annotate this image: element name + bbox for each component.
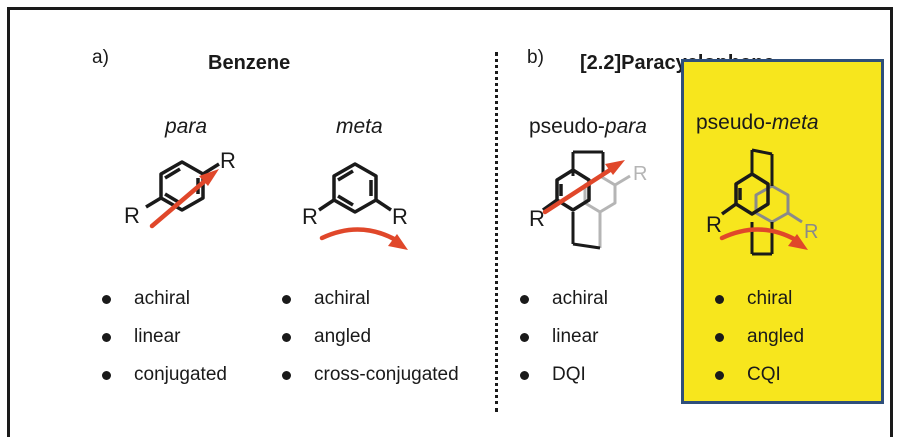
meta-properties-list: achiral angled cross-conjugated xyxy=(282,288,459,402)
angled-arrow xyxy=(719,227,808,250)
panel-b-label: b) xyxy=(527,47,544,68)
para-substituent-left: R xyxy=(124,203,140,228)
list-item: cross-conjugated xyxy=(282,364,459,402)
list-item: achiral xyxy=(102,288,227,326)
list-item: CQI xyxy=(715,364,804,402)
panel-a-label: a) xyxy=(92,47,109,68)
meta-heading: meta xyxy=(336,115,383,138)
bridges xyxy=(750,148,774,256)
meta-substituent-left: R xyxy=(302,204,318,229)
list-item: achiral xyxy=(282,288,459,326)
list-item: angled xyxy=(715,326,804,364)
front-ring xyxy=(541,168,591,212)
list-item: achiral xyxy=(520,288,608,326)
meta-substituent-right: R xyxy=(392,204,408,229)
list-item: linear xyxy=(520,326,608,364)
pseudo-para-heading: pseudo-para xyxy=(529,115,647,138)
para-heading: para xyxy=(165,115,208,138)
list-item: DQI xyxy=(520,364,608,402)
meta-benzene-structure: R R xyxy=(302,162,408,250)
back-ring xyxy=(583,174,631,248)
angled-arrow xyxy=(319,227,408,250)
pseudo-para-substituent-back: R xyxy=(633,163,647,185)
linear-arrow xyxy=(542,160,625,215)
list-item: chiral xyxy=(715,288,804,326)
panel-divider xyxy=(495,52,498,412)
list-item: angled xyxy=(282,326,459,364)
panel-a-title: Benzene xyxy=(208,52,291,74)
front-ring xyxy=(720,172,770,216)
pseudo-para-substituent-front: R xyxy=(529,206,545,231)
list-item: conjugated xyxy=(102,364,227,402)
pseudo-meta-substituent-front: R xyxy=(706,212,722,237)
pseudo-meta-properties-list: chiral angled CQI xyxy=(715,288,804,402)
pseudo-meta-substituent-back: R xyxy=(804,221,818,243)
para-properties-list: achiral linear conjugated xyxy=(102,288,227,402)
pseudo-para-properties-list: achiral linear DQI xyxy=(520,288,608,402)
linear-arrow xyxy=(149,169,219,229)
pseudo-meta-paracyclophane-structure: R R xyxy=(706,148,818,256)
pseudo-meta-heading: pseudo-meta xyxy=(696,111,819,134)
pseudo-para-paracyclophane-structure: R R xyxy=(529,150,647,250)
benzene-ring xyxy=(318,162,392,214)
back-ring xyxy=(754,184,803,224)
para-benzene-structure: R R xyxy=(124,148,236,229)
list-item: linear xyxy=(102,326,227,364)
para-substituent-right: R xyxy=(220,148,236,173)
